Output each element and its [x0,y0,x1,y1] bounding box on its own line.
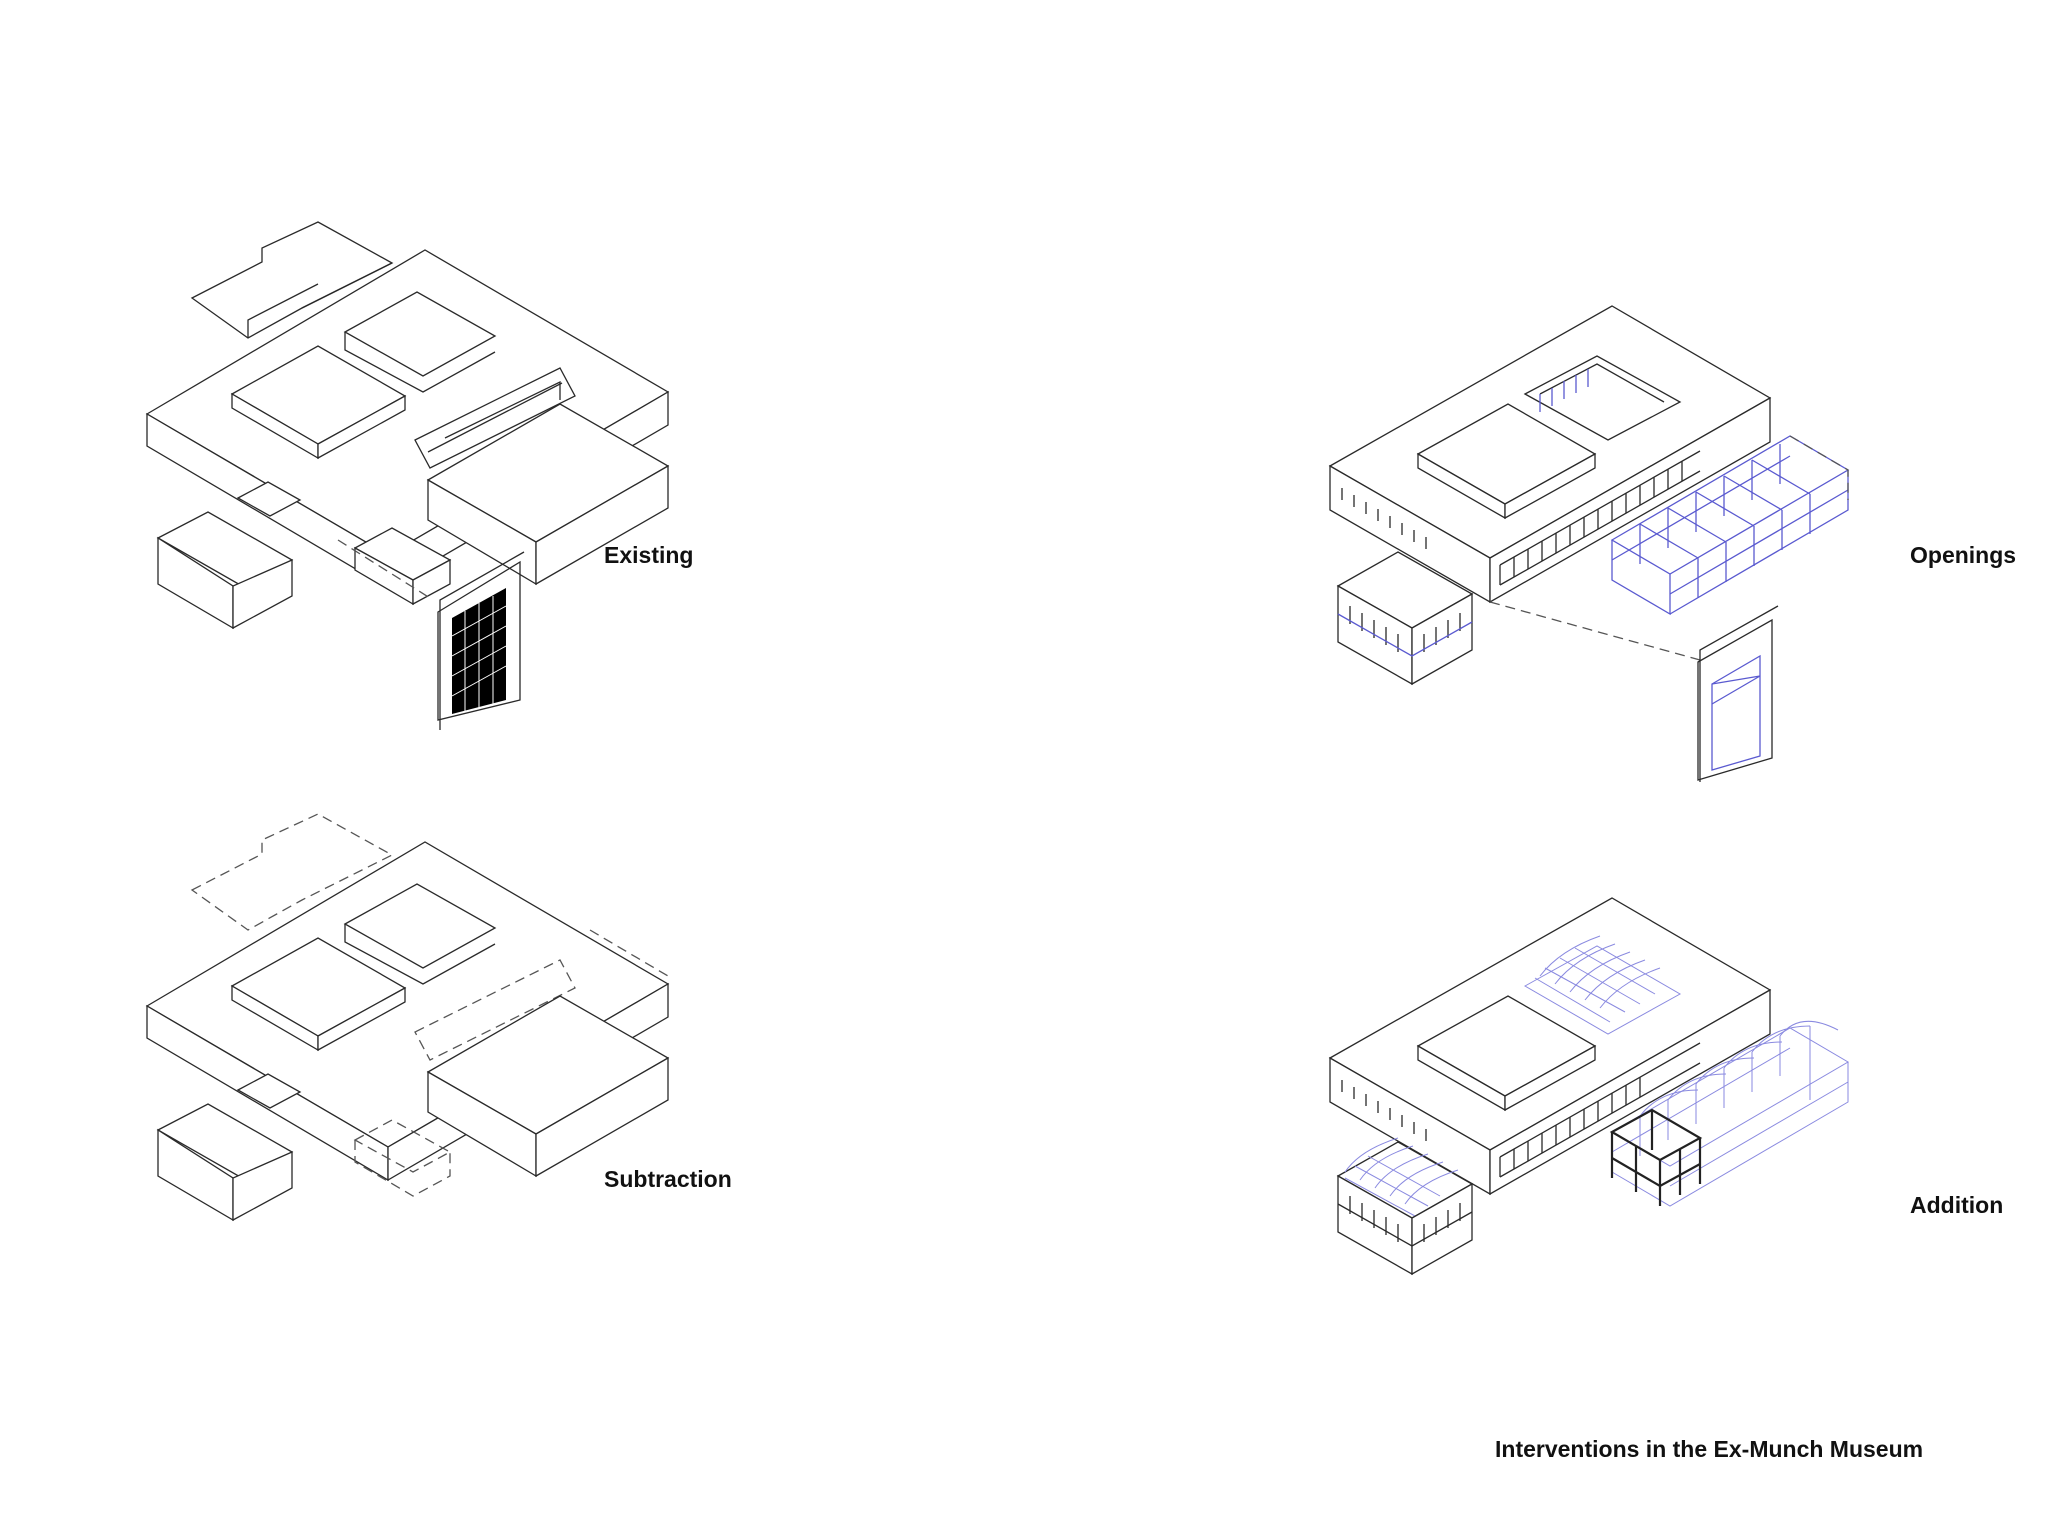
existing-axonometric [145,221,670,730]
panel-label-openings: Openings [1910,542,2017,568]
panel-label-existing: Existing [604,542,694,568]
openings-axonometric [1328,305,1850,782]
addition-axonometric [1328,897,1849,1276]
panel-label-addition: Addition [1910,1192,2004,1218]
diagram-title: Interventions in the Ex-Munch Museum [1495,1436,1924,1462]
panel-label-subtraction: Subtraction [604,1166,732,1192]
subtraction-axonometric [145,813,670,1222]
